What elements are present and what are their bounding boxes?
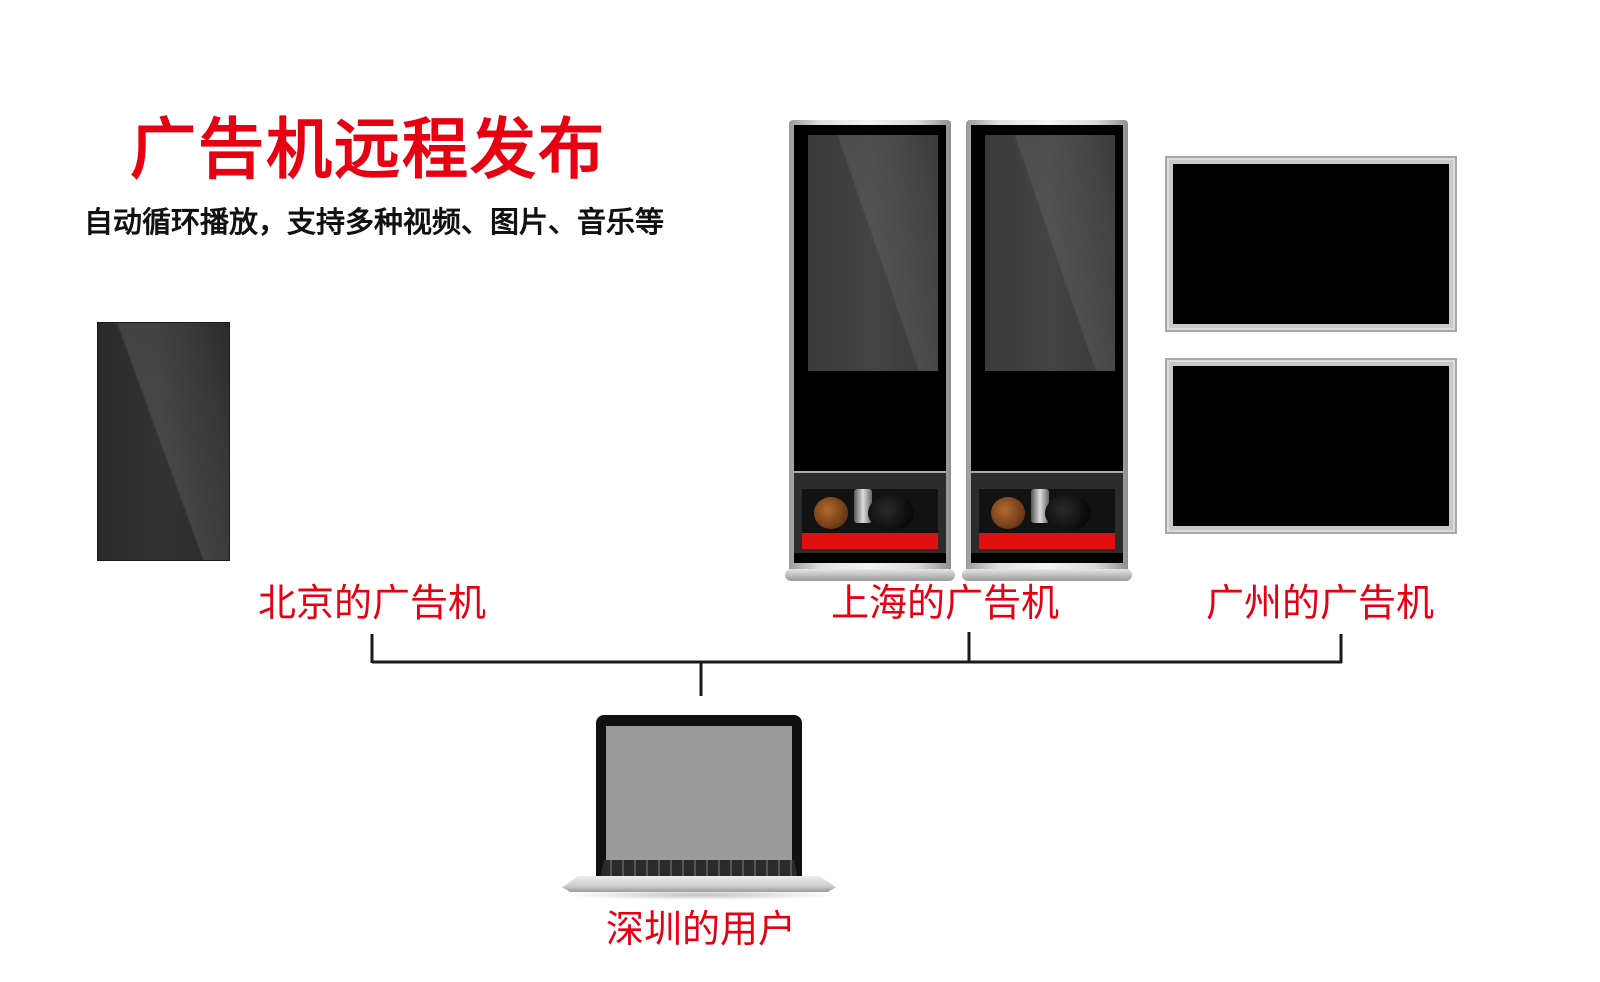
shenzhen-label: 深圳的用户	[562, 906, 840, 952]
laptop-screen-image	[596, 715, 802, 878]
laptop-base-image	[562, 876, 836, 892]
